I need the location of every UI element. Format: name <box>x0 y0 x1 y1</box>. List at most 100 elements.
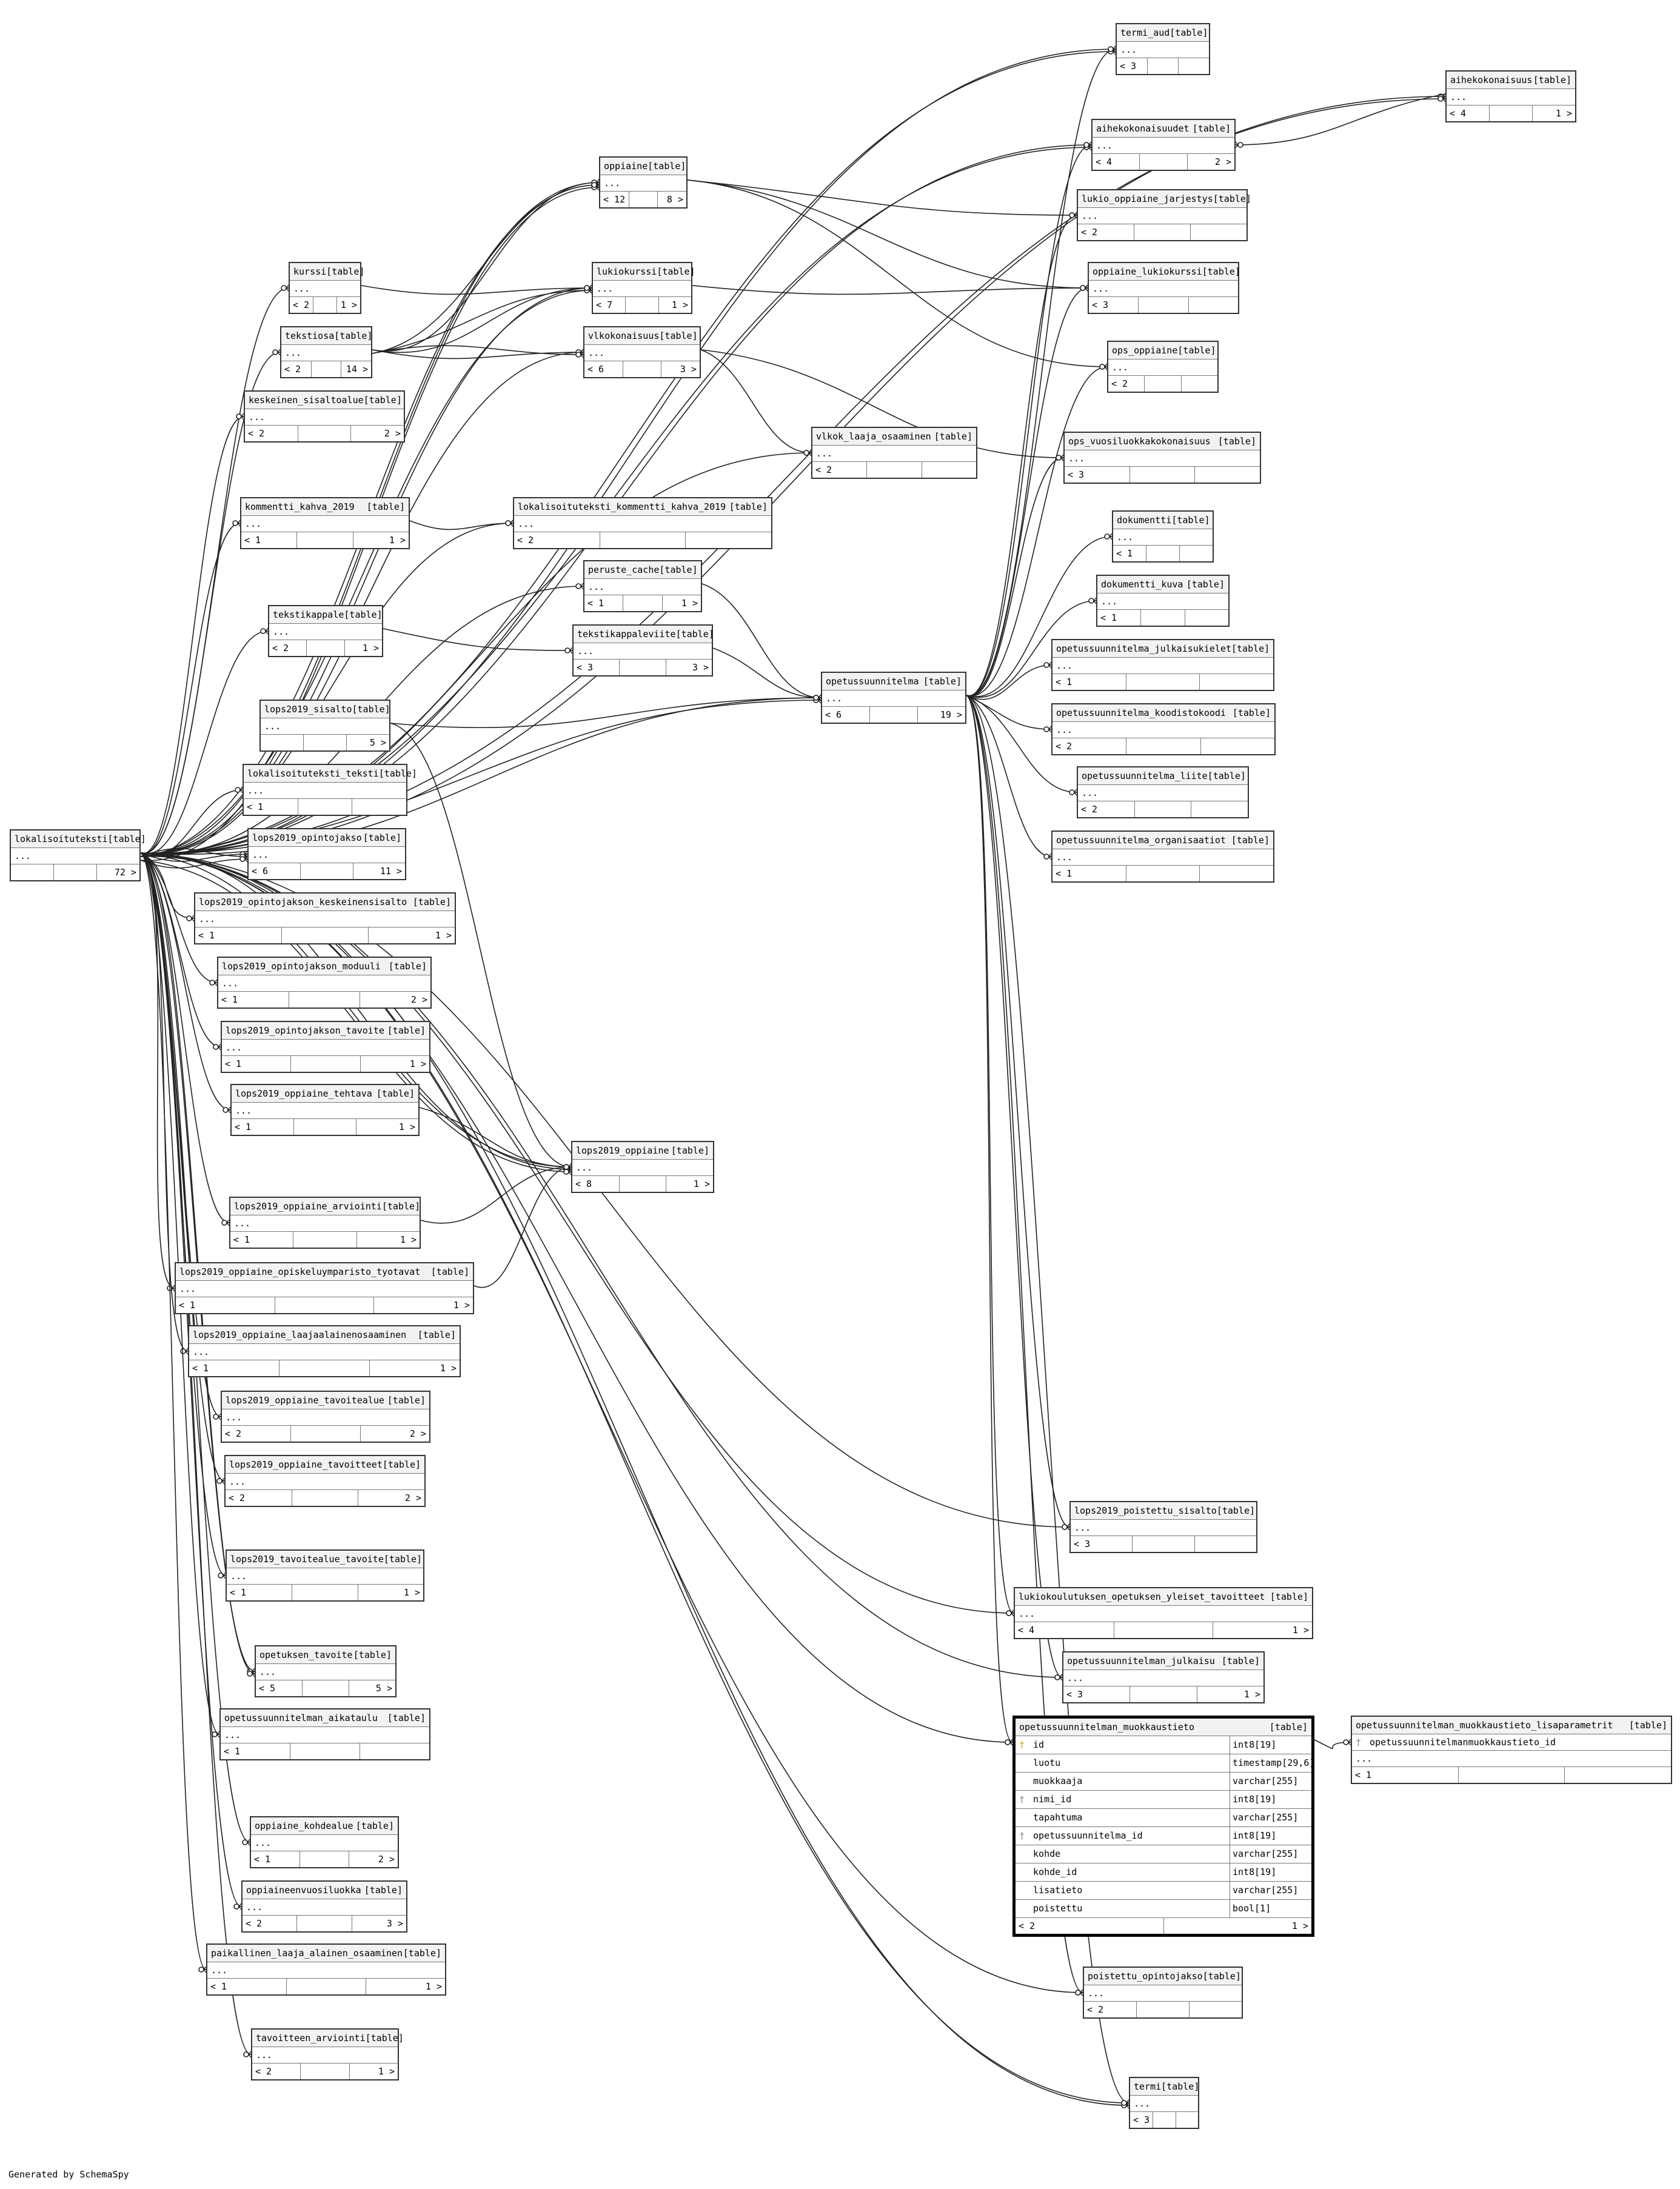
parents-count[interactable]: < 5 <box>256 1680 303 1696</box>
parents-count[interactable] <box>11 864 54 880</box>
parents-count[interactable]: < 1 <box>241 532 298 548</box>
parents-count[interactable]: < 1 <box>227 1585 293 1600</box>
parents-count[interactable]: < 1 <box>1352 1767 1459 1783</box>
parents-count[interactable]: < 2 <box>1084 2002 1137 2017</box>
children-count[interactable]: 1 > <box>1291 1920 1308 1931</box>
children-count[interactable]: 5 > <box>369 737 386 748</box>
parents-count[interactable]: < 2 <box>290 297 313 313</box>
children-count[interactable]: 2 > <box>384 428 401 439</box>
children-count[interactable]: 3 > <box>680 364 697 375</box>
children-count[interactable]: 3 > <box>386 1918 403 1929</box>
parents-count[interactable]: < 2 <box>245 426 298 441</box>
children-count[interactable] <box>1180 546 1213 561</box>
table-oppiaine-lukiokurssi[interactable]: oppiaine_lukiokurssi[table]...< 3 <box>1088 262 1240 314</box>
table-ops-vuosiluokkakokonaisuus[interactable]: ops_vuosiluokkakokonaisuus[table]...< 3 <box>1063 432 1261 484</box>
parents-count[interactable]: < 3 <box>1063 1686 1131 1702</box>
parents-count[interactable]: < 2 <box>252 2064 301 2079</box>
table-lops2019-oppiaine-tavoitteet[interactable]: lops2019_oppiaine_tavoitteet[table]...< … <box>224 1455 426 1507</box>
parents-count[interactable]: < 2 <box>1016 1918 1164 1934</box>
children-count[interactable]: 11 > <box>380 866 402 877</box>
children-count[interactable] <box>1200 674 1273 690</box>
children-count[interactable]: 19 > <box>940 709 962 720</box>
table-opetussuunnitelma-koodistokoodi[interactable]: opetussuunnitelma_koodistokoodi[table]..… <box>1051 703 1276 755</box>
children-count[interactable]: 1 > <box>440 1363 457 1374</box>
parents-count[interactable]: < 4 <box>1015 1622 1114 1638</box>
parents-count[interactable]: < 4 <box>1093 154 1140 170</box>
children-count[interactable]: 1 > <box>1292 1625 1310 1636</box>
parents-count[interactable]: < 6 <box>822 707 870 723</box>
children-count[interactable]: 2 > <box>404 1492 422 1503</box>
children-count[interactable]: 1 > <box>398 1121 415 1132</box>
children-count[interactable] <box>1191 801 1248 817</box>
children-count[interactable]: 1 > <box>403 1587 420 1598</box>
parents-count[interactable] <box>261 735 304 750</box>
table-dokumentti[interactable]: dokumentti[table]...< 1 <box>1112 510 1214 563</box>
children-count[interactable]: 14 > <box>346 364 369 375</box>
parents-count[interactable]: < 2 <box>243 1916 298 1931</box>
table-opetussuunnitelman-aikataulu[interactable]: opetussuunnitelman_aikataulu[table]...< … <box>219 1708 430 1760</box>
table-lukiokoulutuksen-opetuksen-yleiset-tavoitteet[interactable]: lukiokoulutuksen_opetuksen_yleiset_tavoi… <box>1014 1587 1313 1639</box>
parents-count[interactable]: < 1 <box>195 927 282 943</box>
children-count[interactable]: 1 > <box>453 1300 470 1311</box>
table-dokumentti-kuva[interactable]: dokumentti_kuva[table]...< 1 <box>1096 575 1230 627</box>
parents-count[interactable]: < 6 <box>249 863 301 879</box>
parents-count[interactable]: < 1 <box>1053 674 1126 690</box>
parents-count[interactable]: < 2 <box>1108 376 1145 392</box>
parents-count[interactable]: < 1 <box>1097 610 1142 626</box>
table-lops2019-tavoitealue-tavoite[interactable]: lops2019_tavoitealue_tavoite[table]...< … <box>226 1549 424 1602</box>
parents-count[interactable]: < 7 <box>593 297 626 313</box>
parents-count[interactable]: < 1 <box>221 1743 290 1759</box>
parents-count[interactable]: < 2 <box>269 640 307 656</box>
parents-count[interactable]: < 2 <box>1078 224 1134 240</box>
table-termi-aud[interactable]: termi_aud[table]...< 3 <box>1116 23 1210 75</box>
parents-count[interactable]: < 2 <box>812 462 868 478</box>
table-lokalisoituteksti-kommentti-kahva-2019[interactable]: lokalisoituteksti_kommentti_kahva_2019[t… <box>513 497 772 549</box>
children-count[interactable]: 2 > <box>410 994 427 1005</box>
parents-count[interactable]: < 1 <box>232 1119 294 1135</box>
children-count[interactable] <box>922 462 976 478</box>
children-count[interactable]: 72 > <box>114 867 136 878</box>
parents-count[interactable]: < 3 <box>1117 58 1148 74</box>
children-count[interactable] <box>360 1743 429 1759</box>
children-count[interactable] <box>1195 1536 1256 1552</box>
children-count[interactable]: 1 > <box>435 930 452 941</box>
parents-count[interactable]: < 8 <box>572 1176 620 1192</box>
parents-count[interactable]: < 1 <box>584 595 624 611</box>
table-lisaparametrit[interactable]: opetussuunnitelman_muokkaustieto_lisapar… <box>1351 1716 1672 1784</box>
parents-count[interactable]: < 1 <box>1053 866 1126 881</box>
parents-count[interactable]: < 2 <box>1078 801 1135 817</box>
table-poistettu-opintojakso[interactable]: poistettu_opintojakso[table]...< 2 <box>1083 1967 1243 2019</box>
parents-count[interactable]: < 3 <box>1130 2112 1154 2128</box>
children-count[interactable] <box>1201 738 1274 754</box>
children-count[interactable] <box>1176 2112 1198 2128</box>
table-lops2019-oppiaine-tavoitealue[interactable]: lops2019_oppiaine_tavoitealue[table]...<… <box>221 1391 430 1443</box>
children-count[interactable]: 1 > <box>378 2066 395 2077</box>
children-count[interactable]: 1 > <box>425 1981 442 1992</box>
children-count[interactable]: 1 > <box>362 643 379 653</box>
table-opetussuunnitelma-julkaisukielet[interactable]: opetussuunnitelma_julkaisukielet[table].… <box>1051 639 1274 691</box>
children-count[interactable] <box>352 799 406 815</box>
table-opetussuunnitelman-julkaisu[interactable]: opetussuunnitelman_julkaisu[table]...< 3… <box>1062 1651 1265 1703</box>
children-count[interactable]: 2 > <box>409 1428 426 1439</box>
children-count[interactable]: 1 > <box>671 299 688 310</box>
table-lokalisoituteksti-teksti[interactable]: lokalisoituteksti_teksti[table]...< 1 <box>243 764 417 816</box>
children-count[interactable] <box>1200 866 1273 881</box>
children-count[interactable] <box>1179 58 1209 74</box>
parents-count[interactable]: < 1 <box>218 992 289 1008</box>
parents-count[interactable]: < 1 <box>230 1232 294 1248</box>
table-opetussuunnitelma-liite[interactable]: opetussuunnitelma_liite[table]...< 2 <box>1077 766 1249 818</box>
